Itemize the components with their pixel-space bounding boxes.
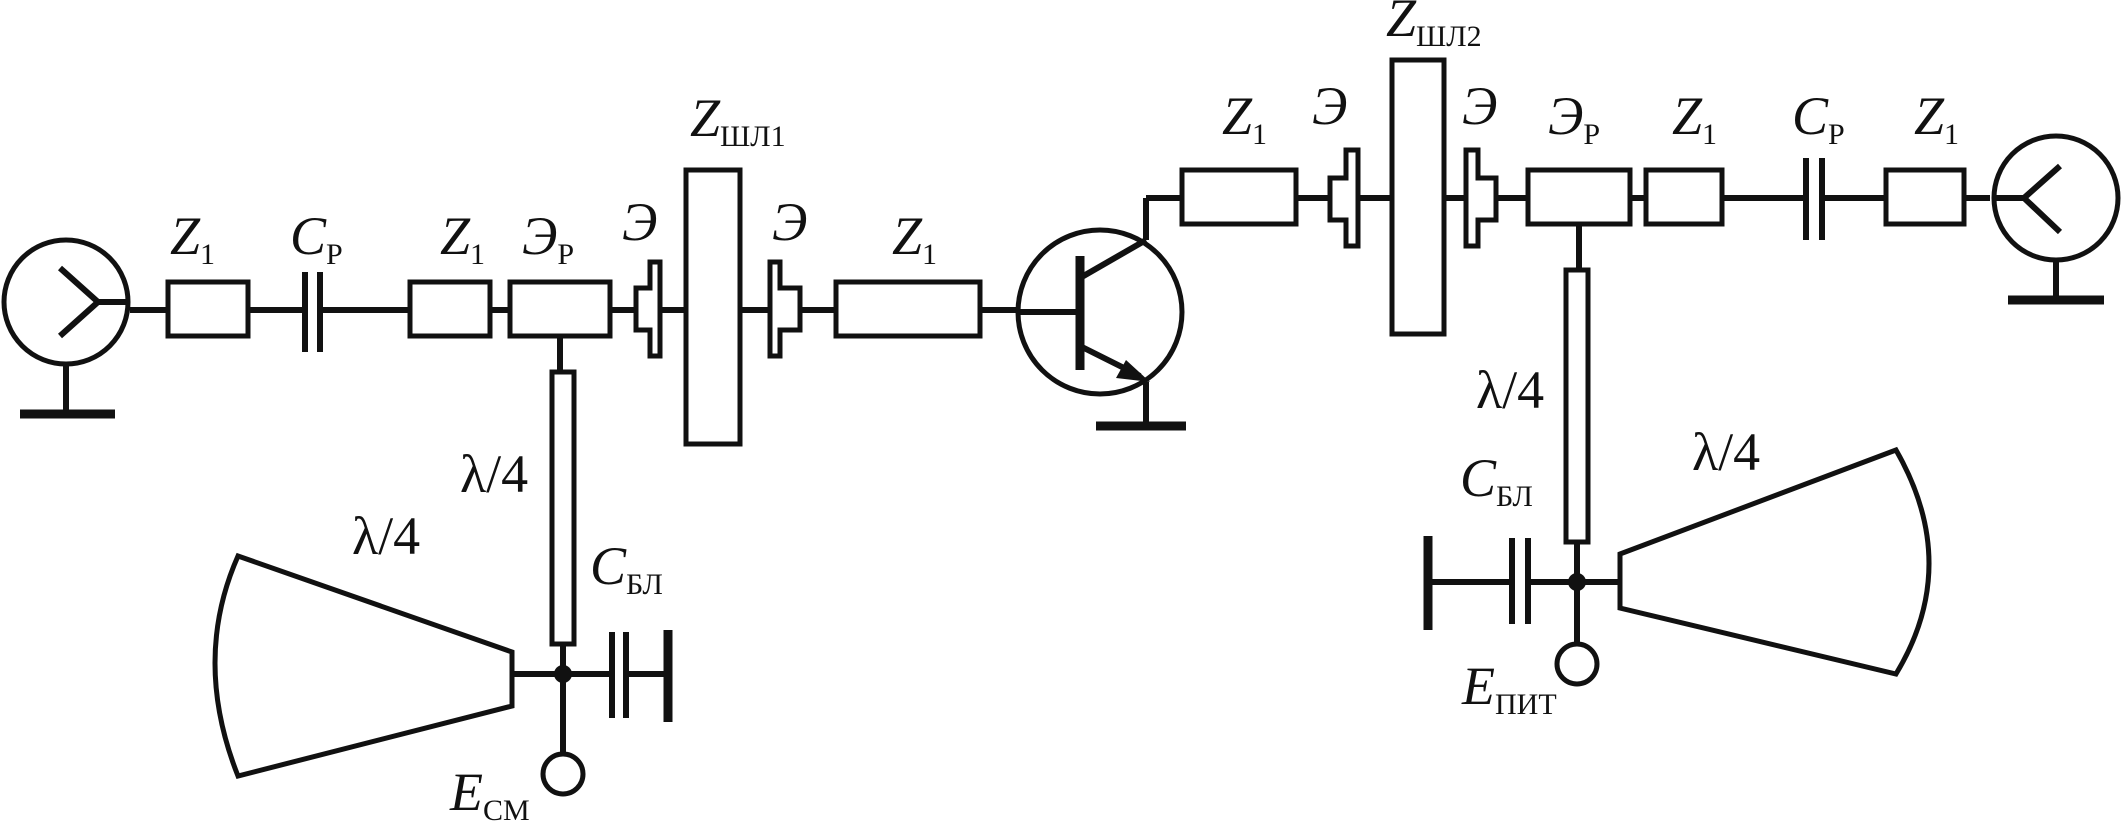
radial-stub-right [1577,446,1932,677]
blocking-capacitor-right [1423,536,1577,630]
tee-junction-left [507,279,613,355]
label-zsh1: ZШЛ1 [690,88,786,153]
label-z1-input: Z1 [170,206,215,271]
label-z1-before-tee: Z1 [440,206,485,271]
label-epit: EПИТ [1461,656,1557,721]
label-zsh2: ZШЛ2 [1386,0,1482,53]
label-z1-after-transistor: Z1 [1222,86,1267,151]
stub-zsh2 [1389,57,1447,337]
label-z1-output: Z1 [1914,86,1959,151]
bias-quarter-wave-line-right [1563,242,1591,582]
tee-junction-right [1525,167,1633,242]
label-lambda4-left-stub: λ/4 [352,506,420,566]
label-cp-right: CР [1792,86,1845,151]
label-e-left-1: Э [622,192,657,252]
label-ep-left: ЭР [522,206,574,271]
label-e-left-2: Э [772,192,807,252]
line-section-z1-after-transistor [1179,167,1299,227]
power-terminal-epit [1554,582,1600,687]
line-section-z1-before-tee [407,279,493,339]
step-element-left-2 [767,259,803,359]
label-e-right-2: Э [1462,76,1497,136]
output-line-section-z1 [1883,167,1967,227]
step-element-left-1 [633,259,663,359]
label-lambda4-right-line: λ/4 [1476,360,1544,420]
label-z1-after-tee: Z1 [1672,86,1717,151]
label-cp-left: CР [290,206,343,271]
line-section-z1-before-transistor [833,279,983,339]
coupling-capacitor-cp-right [1803,158,1825,240]
label-ep-right: ЭР [1548,86,1600,151]
step-element-right-2 [1463,147,1499,249]
step-element-right-1 [1327,147,1361,249]
label-ecm: EСМ [449,762,530,826]
label-lambda4-left-line: λ/4 [460,444,528,504]
output-port-load [1991,133,2121,305]
label-cbl-left: CБЛ [590,536,663,601]
line-section-z1-after-tee [1643,167,1725,227]
bias-quarter-wave-line-left [549,355,577,674]
bias-terminal-ecm [540,674,586,797]
label-z1-before-transistor: Z1 [892,206,937,271]
coupling-capacitor-cp-left [302,272,323,352]
input-port-generator [1,237,131,419]
label-cbl-right: CБЛ [1460,448,1533,513]
input-line-section-z1 [165,279,251,339]
transistor [1015,198,1186,431]
label-lambda4-right-stub: λ/4 [1692,422,1760,482]
stub-zsh1 [683,167,743,447]
blocking-capacitor-left [563,630,673,722]
label-e-right-1: Э [1312,76,1347,136]
radial-stub-left [212,552,563,779]
